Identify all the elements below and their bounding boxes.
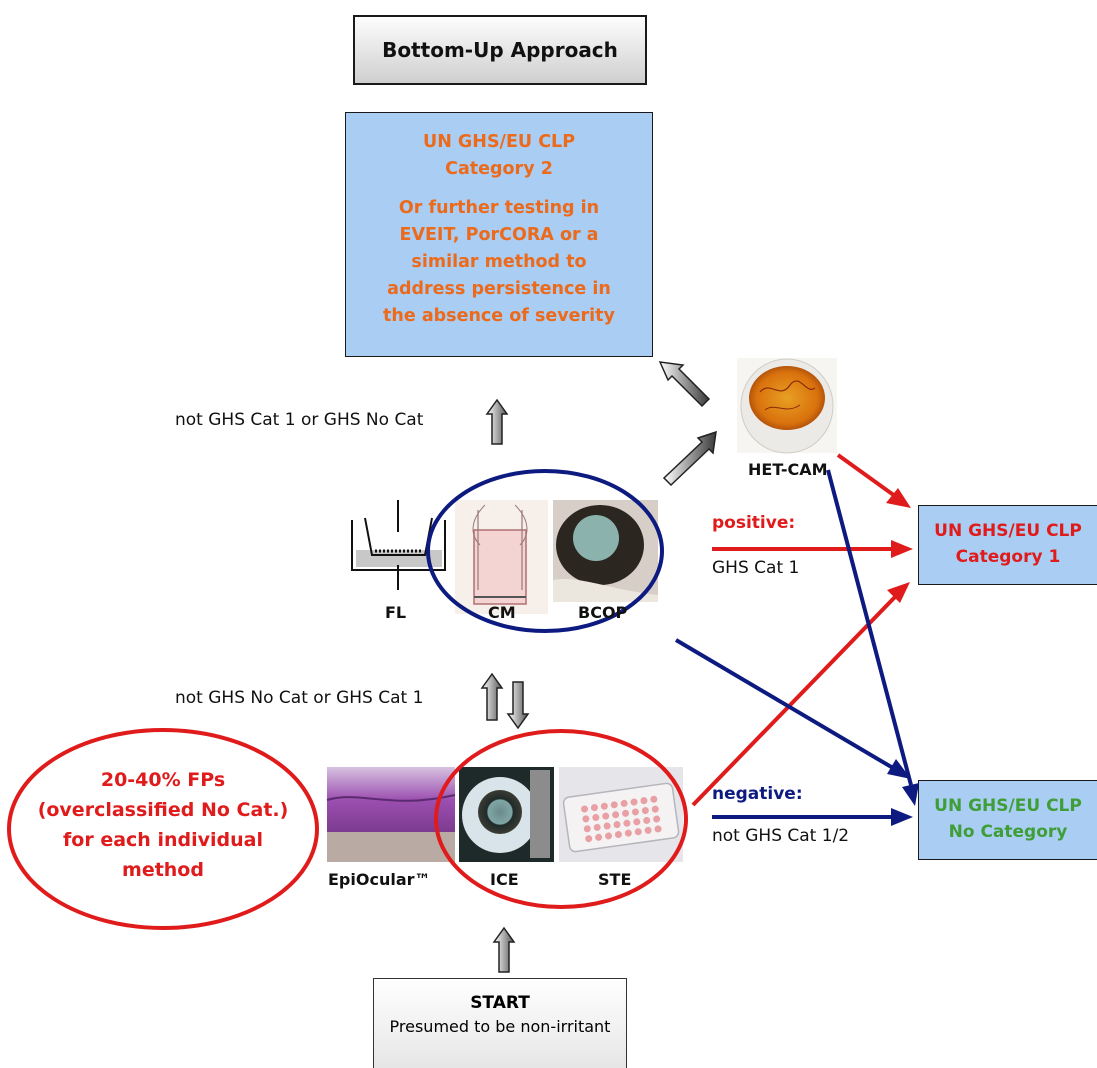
middle-arrow-label: not GHS No Cat or GHS Cat 1 [175,688,424,708]
fp-note-line2: (overclassified No Cat.) [37,799,289,821]
no-category-box: UN GHS/EU CLP No Category [918,780,1097,860]
category-2-box: UN GHS/EU CLP Category 2 Or further test… [345,112,653,357]
navy-arrow-negative [712,808,913,826]
upper-arrow-label: not GHS Cat 1 or GHS No Cat [175,410,424,430]
ice-ste-ellipse [434,729,688,909]
diagonal-arrow-to-hetcam [662,430,717,487]
bcop-label: BCOP [578,603,628,622]
cat2-line3: Or further testing in [398,198,600,218]
fp-note: 20-40% FPs (overclassified No Cat.) for … [12,765,314,885]
ice-image [459,767,554,862]
positive-label: positive: [712,513,796,533]
epiocular-image [326,767,456,862]
cat2-line5: similar method to [411,252,587,272]
diagram-title: Bottom-Up Approach [382,38,618,62]
nocat-line2: No Category [948,822,1068,842]
ste-label: STE [598,870,632,889]
fl-label: FL [385,603,407,622]
cat2-line7: the absence of severity [383,306,615,326]
fl-image [351,500,446,590]
fp-note-line1: 20-40% FPs [100,769,226,791]
red-arrow-positive [712,540,913,558]
cat2-line2: Category 2 [445,159,553,179]
negative-label: negative: [712,784,803,804]
fp-note-line3: for each individual [63,829,263,851]
red-arrow-hetcam-to-cat1 [836,453,911,508]
navy-arrow-bcop-to-nocat [674,638,911,779]
nocat-line1: UN GHS/EU CLP [934,796,1082,816]
diagonal-arrow-to-cat2 [658,361,711,408]
het-cam-label: HET-CAM [748,460,828,479]
fp-note-ellipse [7,728,319,930]
het-cam-image [737,358,837,454]
ste-image [559,767,683,862]
negative-sublabel: not GHS Cat 1/2 [712,826,850,846]
bcop-image [553,500,658,602]
down-arrow-middle [506,681,530,730]
start-subtitle: Presumed to be non-irritant [389,1017,611,1036]
cat2-line1: UN GHS/EU CLP [422,132,576,152]
cat1-line2: Category 1 [955,547,1061,567]
title-box: Bottom-Up Approach [353,15,647,85]
ice-label: ICE [490,870,519,889]
red-arrow-ice-to-cat1 [691,582,910,807]
epiocular-label: EpiOcular™ [328,870,431,889]
up-arrow-start [492,926,516,973]
up-arrow-middle [480,672,504,721]
fp-note-line4: method [122,859,204,881]
cat1-line1: UN GHS/EU CLP [934,521,1082,541]
navy-arrow-hetcam-to-nocat [826,469,919,806]
start-box: START Presumed to be non-irritant [373,978,627,1068]
cat2-line6: address persistence in [387,279,611,299]
cm-image [455,500,548,614]
positive-sublabel: GHS Cat 1 [712,558,800,578]
cm-bcop-ellipse [426,469,664,633]
cm-label: CM [488,603,516,622]
category-1-box: UN GHS/EU CLP Category 1 [918,505,1097,585]
up-arrow-upper [485,398,509,445]
cat2-line4: EVEIT, PorCORA or a [399,225,599,245]
start-title: START [470,993,530,1013]
